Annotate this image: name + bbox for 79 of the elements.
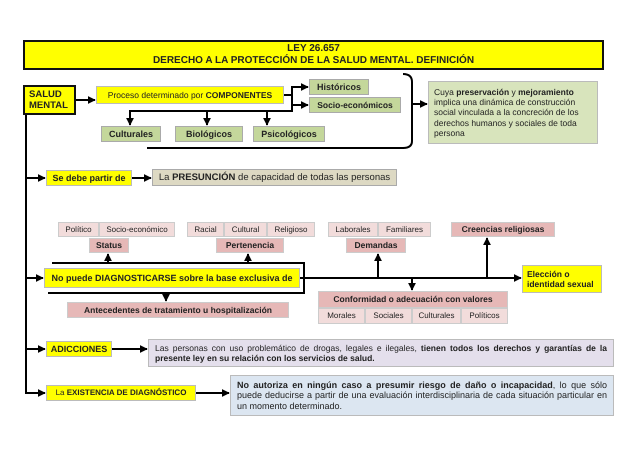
box-text: Históricos bbox=[316, 82, 361, 92]
process-box bbox=[96, 86, 284, 104]
box-text: Elección o identidad sexual bbox=[527, 268, 595, 290]
statement-box bbox=[522, 265, 602, 293]
component-box bbox=[101, 126, 161, 142]
arrow bbox=[263, 94, 293, 126]
box-text: Status bbox=[96, 240, 122, 250]
statement-box bbox=[46, 170, 132, 186]
title-banner bbox=[23, 40, 604, 70]
category-box bbox=[67, 302, 289, 318]
category-box bbox=[216, 238, 284, 253]
box-text: Las personas con uso problemático de drogas, legales e ilegales, tienen todos los derechos y garantías de la presente ley en su relación con los servicios de salud. bbox=[155, 342, 607, 364]
box-text: Racial bbox=[194, 224, 217, 234]
subtitle: DERECHO A LA PROTECCIÓN DE LA SALUD MENTAL. DEFINICIÓN bbox=[152, 55, 474, 67]
component-box bbox=[253, 126, 325, 142]
table-cell bbox=[328, 222, 378, 237]
box-text: Culturales bbox=[418, 311, 454, 321]
component-box bbox=[309, 97, 401, 113]
box-text: Psicológicos bbox=[261, 128, 317, 140]
table-cell bbox=[412, 308, 461, 324]
arrow bbox=[196, 389, 230, 397]
box-text: Biológicos bbox=[186, 128, 232, 140]
box-text: Pertenencia bbox=[226, 240, 274, 250]
table-cell bbox=[365, 308, 412, 324]
box-text: ADICCIONES bbox=[50, 344, 108, 354]
box-text: La PRESUNCIÓN de capacidad de todas las personas bbox=[158, 172, 390, 184]
note-box bbox=[230, 375, 614, 416]
table-cell bbox=[461, 308, 508, 324]
box-text: No autoriza en ningún caso a presumir riesgo de daño o incapacidad, lo que sólo puede deducirse a partir de una evaluación interdisciplinaria de cada situación particular en un momento determinado. bbox=[237, 380, 607, 412]
statement-box bbox=[152, 169, 397, 186]
box-text: Políticos bbox=[469, 311, 500, 321]
box-text: Socio-económico bbox=[106, 224, 168, 234]
box-text: Creencias religiosas bbox=[462, 224, 544, 234]
box-text: Conformidad o adecuación con valores bbox=[333, 294, 493, 304]
statement-box bbox=[46, 341, 112, 357]
component-box bbox=[175, 126, 243, 142]
box-text: Cuya preservación y mejoramiento implica una dinámica de construcción social vinculada a la concreción de los derechos humanos y sociales de toda persona bbox=[434, 87, 580, 138]
box-text: Culturales bbox=[108, 128, 153, 140]
arrow bbox=[413, 100, 428, 108]
arrow bbox=[244, 253, 305, 279]
category-box bbox=[318, 291, 508, 308]
arrow bbox=[25, 115, 46, 397]
table-cell bbox=[58, 222, 99, 237]
category-box bbox=[346, 238, 406, 253]
box-text: La EXISTENCIA DE DIAGNÓSTICO bbox=[56, 388, 186, 398]
box-text: Cultural bbox=[232, 224, 260, 234]
arrow bbox=[132, 174, 152, 182]
note-box bbox=[428, 81, 598, 144]
box-text: Proceso determinado por COMPONENTES bbox=[108, 90, 272, 100]
statement-box bbox=[46, 385, 196, 401]
table-cell bbox=[378, 222, 431, 237]
table-cell bbox=[318, 308, 365, 324]
arrow bbox=[162, 277, 305, 302]
category-box bbox=[451, 222, 555, 237]
table-cell bbox=[224, 222, 267, 237]
category-box bbox=[89, 238, 129, 253]
box-text: Familiares bbox=[386, 224, 423, 234]
title: LEY 26.657 bbox=[287, 43, 340, 54]
box-text: Socio-económicos bbox=[317, 100, 393, 110]
box-text: SALUD MENTAL bbox=[29, 88, 69, 112]
box-text: Laborales bbox=[335, 224, 371, 234]
statement-box bbox=[44, 268, 300, 288]
table-cell bbox=[267, 222, 315, 237]
bracket bbox=[403, 73, 413, 149]
concept-box bbox=[23, 85, 76, 115]
component-box bbox=[309, 79, 369, 95]
box-text: Sociales bbox=[373, 311, 404, 321]
table-cell bbox=[99, 222, 175, 237]
note-box bbox=[148, 339, 614, 367]
box-text: Demandas bbox=[354, 240, 398, 250]
arrow bbox=[76, 96, 96, 104]
table-cell bbox=[187, 222, 224, 237]
arrow bbox=[112, 345, 148, 353]
box-text: Religioso bbox=[274, 224, 308, 234]
box-text: Se debe partir de bbox=[52, 172, 126, 184]
box-text: Político bbox=[65, 224, 92, 234]
box-text: Morales bbox=[327, 311, 356, 321]
box-text: Antecedentes de tratamiento u hospitalización bbox=[84, 304, 272, 315]
box-text: No puede DIAGNOSTICARSE sobre la base exclusiva de bbox=[51, 272, 293, 284]
